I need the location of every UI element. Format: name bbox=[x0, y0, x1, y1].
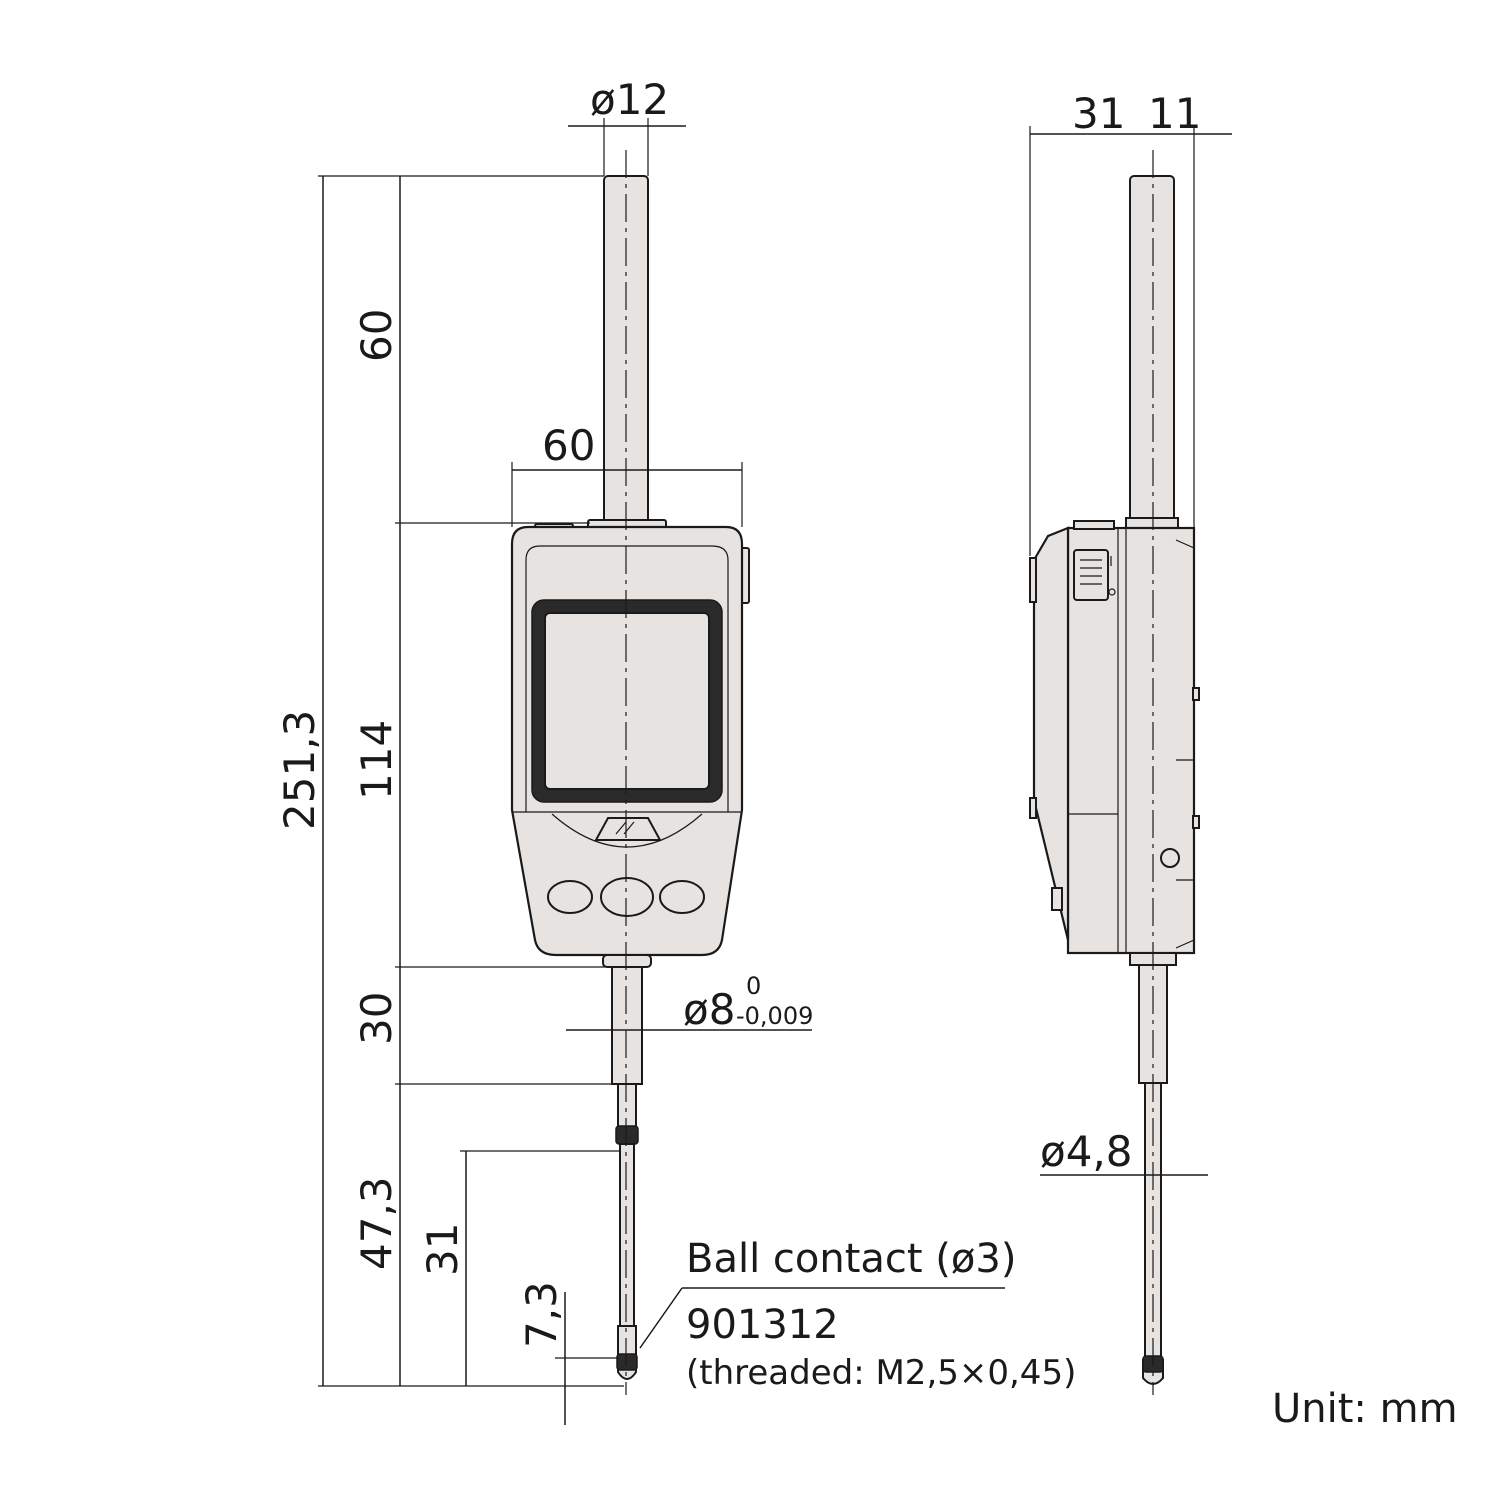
dim-stem-diameter: ø12 bbox=[590, 75, 669, 124]
front-center-button[interactable] bbox=[600, 877, 654, 917]
front-contact-rod bbox=[619, 1143, 635, 1327]
dim-contact-tip-length: 7,3 bbox=[517, 1281, 566, 1348]
front-arc-panel bbox=[551, 813, 703, 848]
front-knurl-lower bbox=[616, 1353, 638, 1371]
front-display-screen bbox=[544, 612, 710, 790]
side-bottom-tab bbox=[1051, 887, 1063, 911]
front-lower-stem bbox=[611, 966, 643, 1085]
side-right-pin-upper bbox=[1192, 687, 1200, 701]
front-stem-collar bbox=[602, 954, 652, 968]
side-right-pin-lower bbox=[1192, 815, 1200, 829]
front-spindle bbox=[617, 1083, 637, 1129]
note-part-number: 901312 bbox=[686, 1302, 839, 1348]
side-front-bevel bbox=[1032, 526, 1070, 941]
front-knurl-upper bbox=[615, 1125, 639, 1145]
dim-body-width: 60 bbox=[542, 421, 595, 470]
dim-side-depth: 31 bbox=[1072, 89, 1125, 138]
side-round-port bbox=[1160, 848, 1180, 868]
dim-spindle-tol-upper: 0 bbox=[746, 972, 761, 1000]
side-top-stem bbox=[1129, 175, 1175, 527]
side-right-edge bbox=[1175, 539, 1195, 949]
side-top-tab bbox=[1073, 520, 1115, 530]
side-left-pin-lower bbox=[1029, 797, 1037, 819]
front-dimension-lines bbox=[318, 118, 1005, 1425]
dim-top-stem-length: 60 bbox=[352, 309, 401, 362]
side-switch[interactable] bbox=[1073, 549, 1109, 601]
front-right-button[interactable] bbox=[659, 880, 705, 914]
front-view bbox=[510, 150, 750, 1395]
note-ball-contact: Ball contact (ø3) bbox=[686, 1236, 1016, 1282]
side-stem-collar bbox=[1125, 517, 1179, 529]
note-thread-spec: (threaded: M2,5×0,45) bbox=[686, 1353, 1076, 1393]
dim-side-offset: 11 bbox=[1148, 89, 1201, 138]
dim-side-contact-diameter: ø4,8 bbox=[1040, 1127, 1133, 1176]
dim-body-height: 114 bbox=[352, 720, 401, 800]
dim-lower-stem-length: 30 bbox=[352, 992, 401, 1045]
dim-overall-length: 251,3 bbox=[275, 710, 324, 830]
dim-lower-section-length: 47,3 bbox=[352, 1176, 401, 1270]
side-dimension-lines bbox=[1029, 126, 1232, 1176]
dim-spindle-diameter: ø8 bbox=[683, 985, 735, 1034]
dim-spindle-tol-lower: -0,009 bbox=[736, 1002, 813, 1030]
front-left-button[interactable] bbox=[547, 880, 593, 914]
unit-label: Unit: mm bbox=[1272, 1386, 1458, 1432]
side-view bbox=[1029, 150, 1200, 1395]
front-contact-tip bbox=[617, 1325, 637, 1380]
dim-contact-section-length: 31 bbox=[418, 1223, 467, 1276]
side-left-pin-upper bbox=[1029, 557, 1037, 603]
